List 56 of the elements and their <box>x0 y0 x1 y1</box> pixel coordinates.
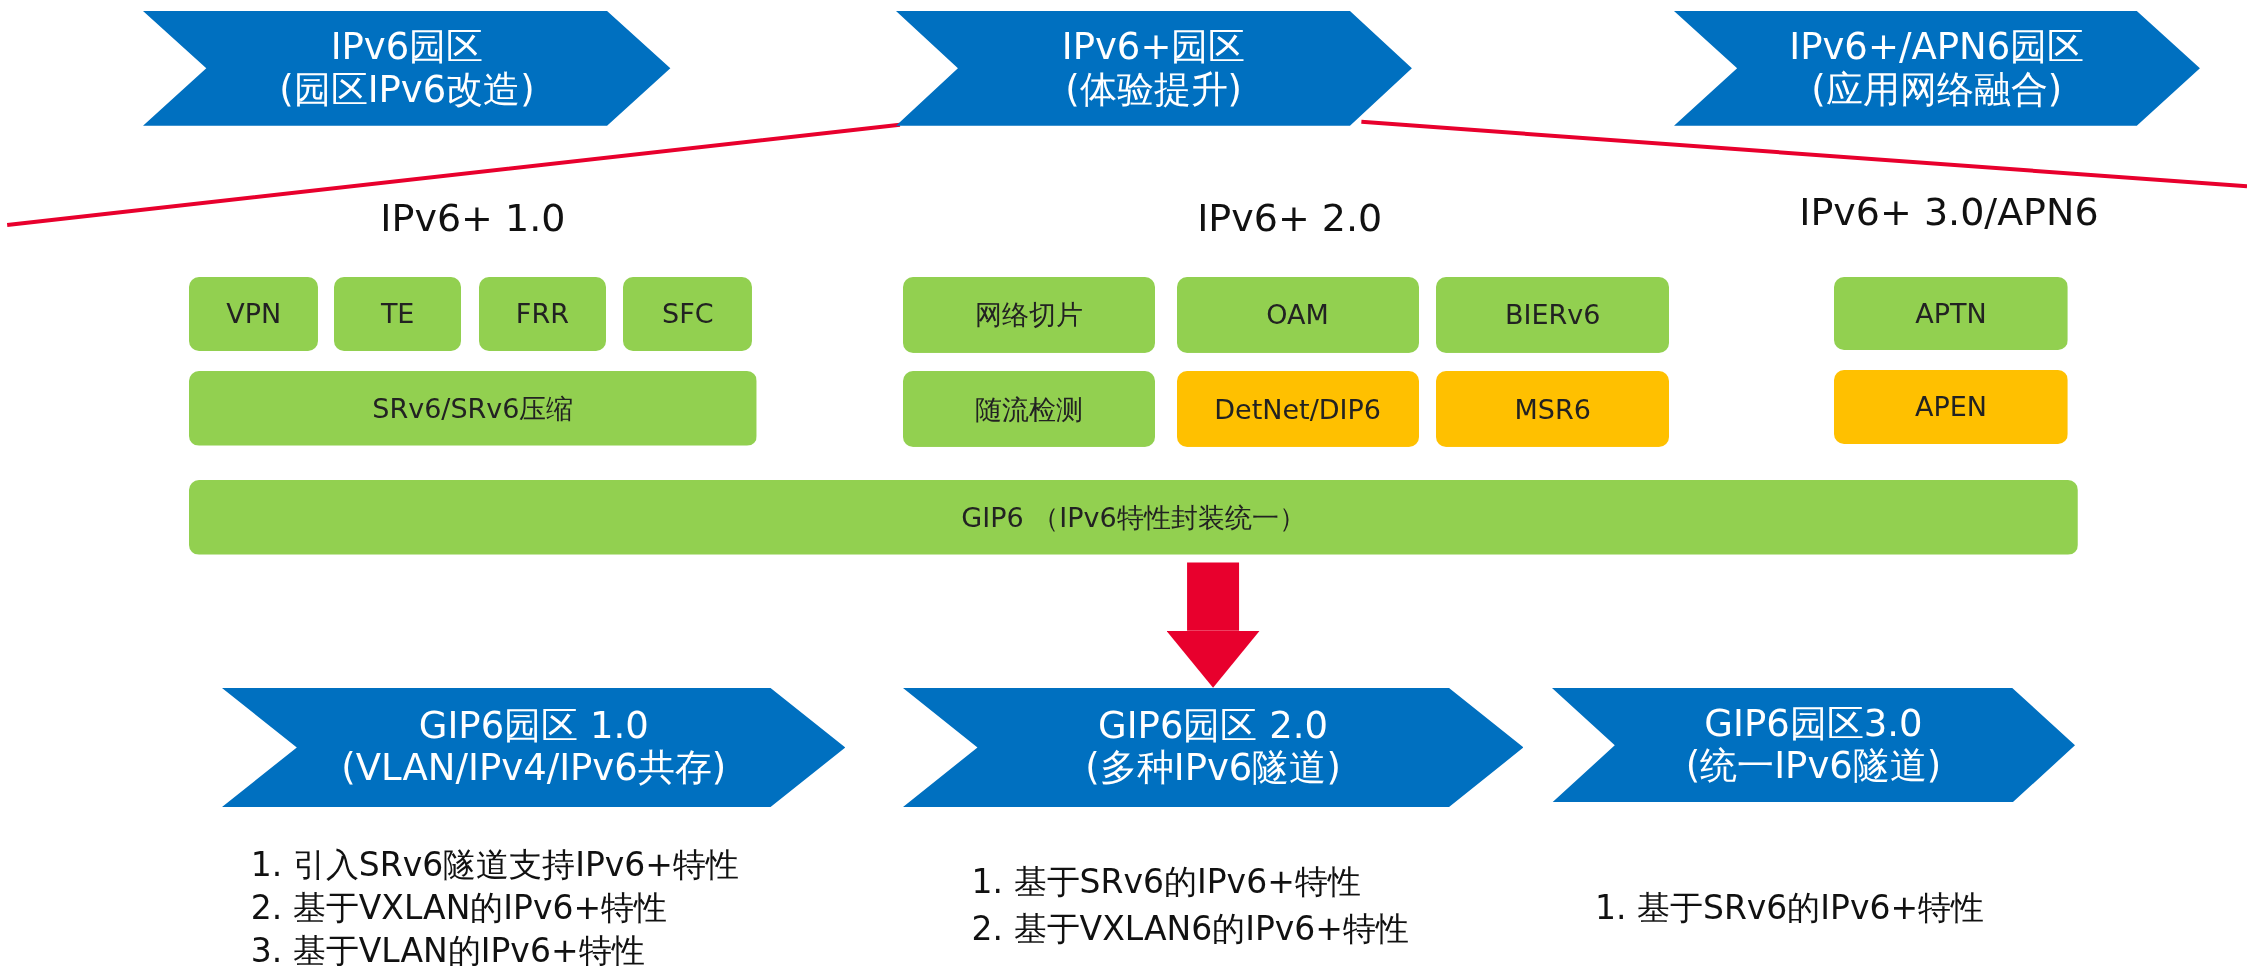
chevron-banner <box>1551 687 2075 803</box>
feature-box <box>1176 371 1419 448</box>
feature-box <box>1435 371 1670 448</box>
list-item: 1. 基于SRv6的IPv6+特性 <box>971 860 1361 903</box>
banner-text: (园区IPv6改造) <box>279 68 535 112</box>
feature-box <box>189 480 2078 555</box>
feature-box <box>189 276 319 352</box>
box-label: BIERv6 <box>1504 299 1601 331</box>
box-label: DetNet/DIP6 <box>1214 393 1381 425</box>
box-label: GIP6 （IPv6特性封装统一） <box>961 501 1306 533</box>
list-item: 1. 引入SRv6隧道支持IPv6+特性 <box>250 843 739 886</box>
box-label: FRR <box>515 298 569 330</box>
feature-box <box>1834 369 2068 445</box>
feature-box <box>1834 276 2068 350</box>
list-item: 1. 基于SRv6的IPv6+特性 <box>1594 886 1985 929</box>
chevron-banner <box>222 687 846 807</box>
box-label: APTN <box>1915 297 1987 329</box>
box-label: VPN <box>226 298 282 330</box>
box-label: APEN <box>1915 391 1988 423</box>
box-label: 网络切片 <box>974 299 1083 331</box>
section-heading: IPv6+ 1.0 <box>380 195 566 240</box>
list-item: 2. 基于VXLAN的IPv6+特性 <box>250 886 668 929</box>
banner-text: (VLAN/IPv4/IPv6共存) <box>341 747 727 790</box>
feature-box <box>1176 276 1419 353</box>
banner-text: GIP6园区 1.0 <box>418 704 649 748</box>
feature-box <box>189 371 757 446</box>
box-label: SRv6/SRv6压缩 <box>372 392 574 424</box>
list-item: 2. 基于VXLAN6的IPv6+特性 <box>971 908 1409 951</box>
box-label: 随流检测 <box>974 393 1083 425</box>
box-label: TE <box>380 298 415 330</box>
chevron-banner <box>1673 11 2200 127</box>
box-label: OAM <box>1266 299 1329 331</box>
feature-box <box>1435 276 1670 353</box>
banner-text: IPv6园区 <box>330 26 484 69</box>
banner-text: (统一IPv6隧道) <box>1685 745 1942 788</box>
banner-text: IPv6+/APN6园区 <box>1789 26 2085 69</box>
banner-text: GIP6园区 2.0 <box>1098 704 1329 748</box>
banner-text: (多种IPv6隧道) <box>1085 747 1341 790</box>
box-label: SFC <box>662 298 714 330</box>
chevron-banner <box>902 687 1524 807</box>
section-heading: IPv6+ 2.0 <box>1197 195 1383 240</box>
feature-box <box>902 371 1155 448</box>
section-heading: IPv6+ 3.0/APN6 <box>1799 190 2099 235</box>
banner-text: IPv6+园区 <box>1061 26 1246 69</box>
arrow <box>1166 562 1260 688</box>
banner-text: (应用网络融合) <box>1811 68 2063 112</box>
feature-box <box>333 276 462 352</box>
banner-text: (体验提升) <box>1065 68 1242 112</box>
feature-box <box>623 276 753 352</box>
chevron-banner <box>895 11 1412 127</box>
feature-box <box>902 276 1155 353</box>
feature-box <box>478 276 607 352</box>
list-item: 3. 基于VLAN的IPv6+特性 <box>250 929 645 966</box>
box-label: MSR6 <box>1514 393 1591 425</box>
chevron-banner <box>143 11 671 127</box>
banner-text: GIP6园区3.0 <box>1704 702 1923 746</box>
